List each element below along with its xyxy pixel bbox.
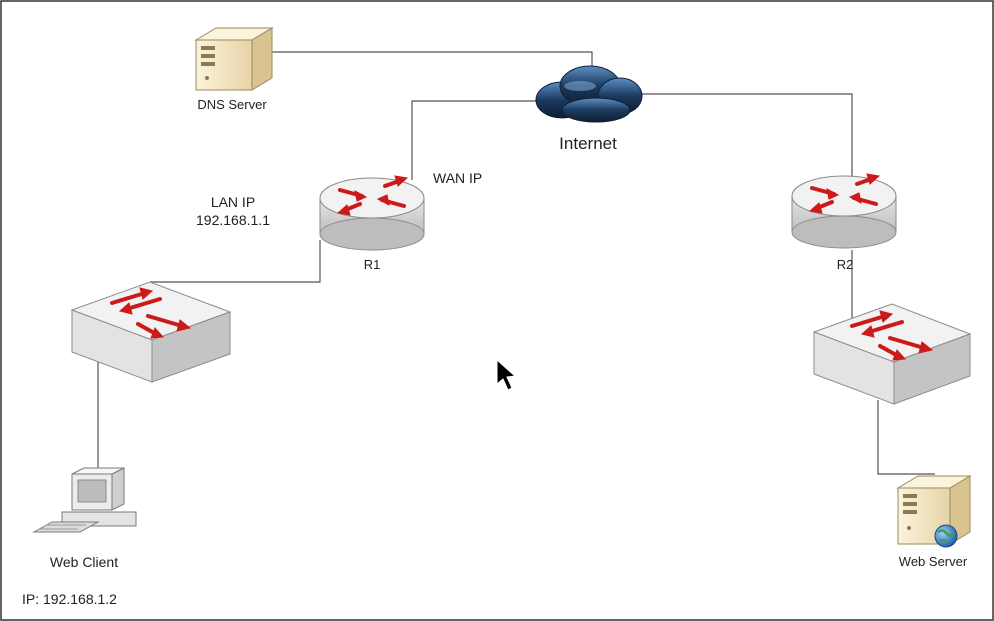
globe-icon	[934, 524, 958, 548]
dns-server-icon	[194, 27, 274, 91]
link-switch-right-webserver	[877, 400, 935, 475]
web-server-icon	[896, 475, 972, 545]
link-r1-internet	[411, 100, 540, 180]
r2-label: R2	[837, 257, 854, 272]
link-r1-switch-left	[150, 240, 321, 283]
computer-icon	[32, 467, 137, 533]
links	[97, 51, 935, 480]
link-dns-internet	[270, 51, 593, 72]
wan-ip-label: WAN IP	[433, 170, 482, 186]
web-server-label: Web Server	[899, 554, 968, 569]
cloud-icon	[535, 65, 643, 123]
switch-right-icon	[812, 303, 972, 405]
internet-label: Internet	[559, 134, 617, 153]
router-r1-icon	[319, 175, 425, 251]
client-ip-label: IP: 192.168.1.2	[22, 591, 117, 607]
lan-ip-title: LAN IP	[211, 194, 255, 210]
web-client-label: Web Client	[50, 554, 118, 570]
dns-server-label: DNS Server	[197, 97, 267, 112]
lan-ip-value: 192.168.1.1	[196, 212, 270, 228]
router-r2-icon	[791, 173, 897, 249]
link-internet-r2	[640, 93, 853, 180]
switch-left-icon	[70, 281, 232, 383]
mouse-cursor-icon	[496, 358, 517, 391]
r1-label: R1	[364, 257, 381, 272]
